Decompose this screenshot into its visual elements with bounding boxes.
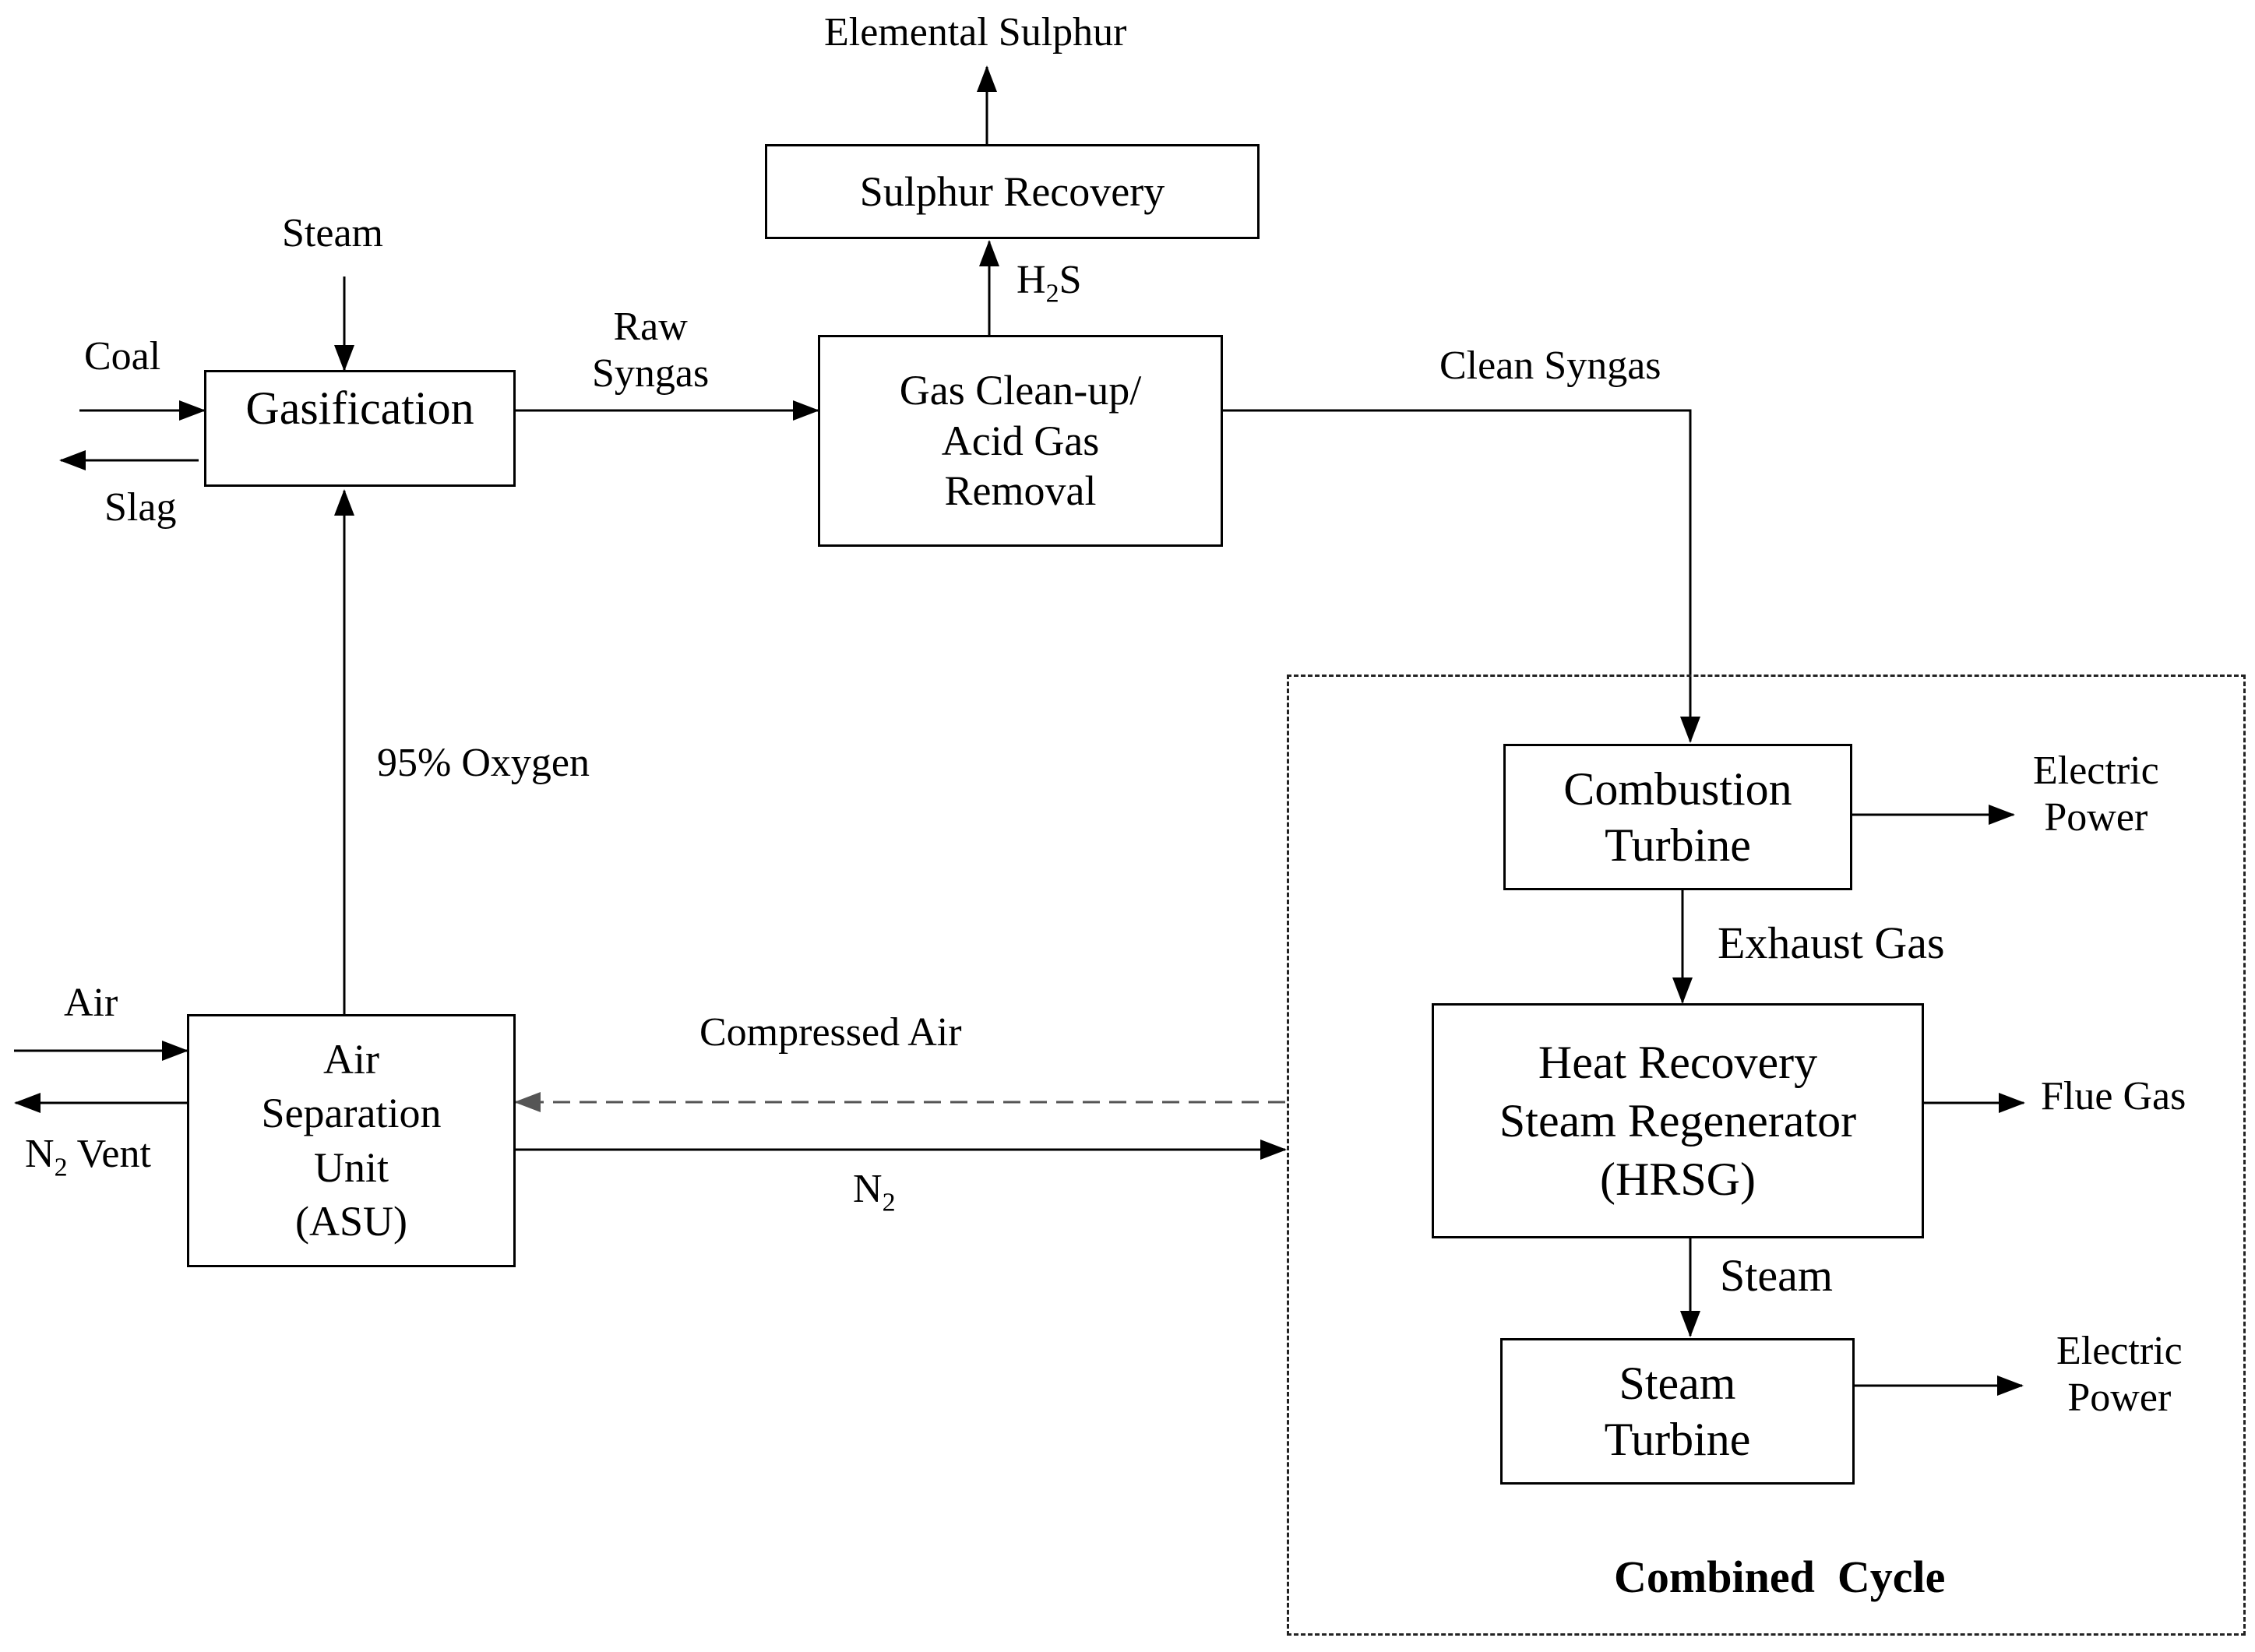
- gas-cleanup-line-3: Removal: [944, 467, 1097, 515]
- combustion-turbine-line-1: Combustion: [1563, 763, 1792, 815]
- n2-vent-label: N2 Vent: [25, 1131, 151, 1182]
- asu-line-3: Unit: [313, 1143, 389, 1191]
- air-label: Air: [64, 981, 118, 1025]
- electric-power-1-line-1: Electric: [2033, 749, 2159, 793]
- hrsg-line-1: Heat Recovery: [1538, 1036, 1818, 1088]
- n2-base: N: [853, 1167, 883, 1211]
- n2-vent-rest: Vent: [67, 1132, 151, 1176]
- oxygen-label: 95% Oxygen: [377, 741, 590, 785]
- electric-power-2-line-1: Electric: [2056, 1329, 2183, 1373]
- h2s-rest: S: [1059, 258, 1082, 302]
- gas-cleanup-box: Gas Clean-up/ Acid Gas Removal: [818, 335, 1223, 547]
- asu-line-1: Air: [323, 1036, 379, 1083]
- raw-syngas-line-1: Raw: [613, 305, 688, 349]
- steam-out-label: Steam: [1720, 1250, 1833, 1301]
- steam-turbine-line-2: Turbine: [1604, 1414, 1751, 1465]
- exhaust-gas-label: Exhaust Gas: [1718, 918, 1945, 968]
- flue-gas-label: Flue Gas: [2041, 1074, 2186, 1118]
- h2s-subscript: 2: [1045, 279, 1059, 308]
- electric-power-2-label: Electric Power: [2056, 1328, 2183, 1421]
- asu-line-2: Separation: [261, 1090, 442, 1137]
- arrow-clean-syngas: [1223, 409, 1700, 743]
- electric-power-2-line-2: Power: [2067, 1375, 2172, 1420]
- raw-syngas-label: Raw Syngas: [592, 304, 709, 397]
- steam-turbine-box: Steam Turbine: [1500, 1338, 1855, 1485]
- steam-in-label: Steam: [282, 211, 383, 255]
- elemental-sulphur-label: Elemental Sulphur: [824, 10, 1127, 55]
- gasification-box: Gasification: [204, 370, 516, 487]
- combustion-turbine-line-2: Turbine: [1605, 819, 1751, 871]
- asu-box: Air Separation Unit (ASU): [187, 1014, 516, 1267]
- gas-cleanup-line-2: Acid Gas: [941, 417, 1100, 464]
- clean-syngas-label: Clean Syngas: [1439, 343, 1661, 388]
- combined-cycle-label: Combined Cycle: [1614, 1552, 1946, 1602]
- hrsg-line-3: (HRSG): [1599, 1153, 1756, 1205]
- sulphur-recovery-box: Sulphur Recovery: [765, 144, 1260, 239]
- combined-cycle-boundary: [1287, 675, 2246, 1636]
- coal-label: Coal: [84, 334, 161, 379]
- gasification-label: Gasification: [245, 382, 474, 434]
- n2-subscript: 2: [882, 1188, 896, 1217]
- steam-turbine-line-1: Steam: [1619, 1358, 1736, 1409]
- electric-power-1-label: Electric Power: [2033, 748, 2159, 841]
- compressed-air-label: Compressed Air: [699, 1010, 962, 1055]
- n2-vent-subscript: 2: [54, 1153, 68, 1182]
- raw-syngas-line-2: Syngas: [592, 350, 710, 396]
- electric-power-1-line-2: Power: [2044, 794, 2148, 840]
- n2-label: N2: [853, 1166, 896, 1217]
- n2-vent-base: N: [25, 1132, 55, 1176]
- asu-line-4: (ASU): [295, 1197, 407, 1245]
- slag-label: Slag: [104, 485, 177, 530]
- gas-cleanup-line-1: Gas Clean-up/: [899, 366, 1142, 414]
- h2s-base: H: [1017, 258, 1046, 302]
- combustion-turbine-box: Combustion Turbine: [1503, 744, 1852, 890]
- hrsg-box: Heat Recovery Steam Regenerator (HRSG): [1432, 1003, 1924, 1238]
- sulphur-recovery-label: Sulphur Recovery: [859, 167, 1165, 215]
- hrsg-line-2: Steam Regenerator: [1499, 1094, 1857, 1147]
- h2s-label: H2S: [1017, 257, 1081, 308]
